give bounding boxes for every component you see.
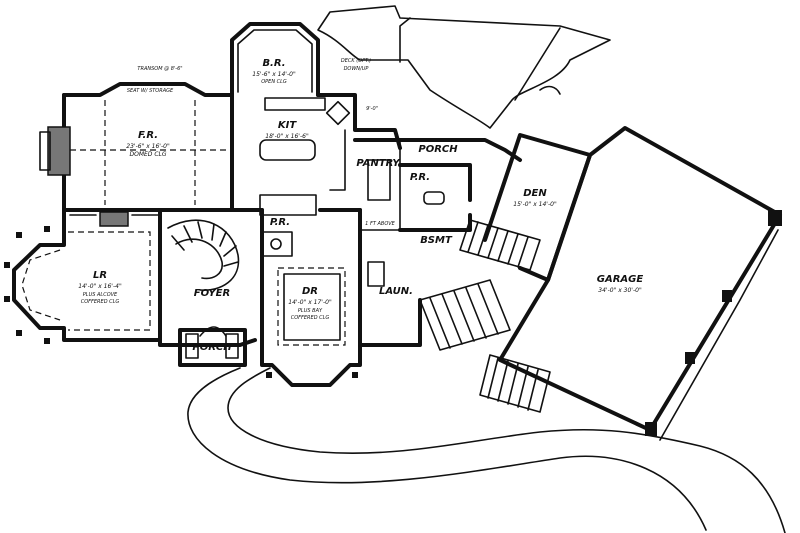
- note-dr2: COFFERED CLG: [291, 315, 330, 321]
- stair-front: [479, 354, 551, 413]
- label-porch-rear: PORCH: [418, 144, 458, 155]
- central-walls: [230, 208, 401, 260]
- label-bsmt: BSMT: [420, 235, 453, 246]
- note-deck: DECK (OPT.): [341, 58, 371, 64]
- driveway: [187, 367, 786, 533]
- family-room: SEAT W/ STORAGE TRANSOM @ 8'-6" F.R. 23'…: [39, 66, 234, 212]
- note-lr2: COFFERED CLG: [81, 299, 120, 305]
- note-sw: 9'-0": [366, 106, 378, 112]
- dining-room: DR 14'-0" x 17'-0" PLUS BAY COFFERED CLG: [260, 256, 362, 387]
- note-br: OPEN CLG: [261, 79, 287, 85]
- stair-bsmt: [459, 219, 541, 271]
- dims-br: 15'-6" x 14'-0": [252, 71, 296, 78]
- label-kit: KIT: [278, 120, 297, 131]
- label-porch-front: PORCH: [192, 342, 232, 353]
- note-fr: DOMED CLG: [129, 151, 166, 158]
- dims-den: 15'-0" x 14'-0": [513, 201, 557, 208]
- note-deck2: DOWN/UP: [344, 66, 369, 72]
- label-fr: F.R.: [138, 130, 158, 141]
- dims-dr: 14'-0" x 17'-0": [288, 299, 332, 306]
- dims-fr: 23'-6" x 16'-0": [126, 143, 170, 150]
- stair-curved: [167, 219, 240, 291]
- svg-text:SEAT W/ STORAGE: SEAT W/ STORAGE: [127, 88, 174, 94]
- laundry-bsmt: LAUN. BSMT 1 FT ABOVE: [358, 213, 472, 347]
- garage: GARAGE 34'-0" x 30'-0": [498, 126, 782, 441]
- label-pantry: PANTRY: [356, 158, 401, 169]
- svg-text:TRANSOM @ 8'-6": TRANSOM @ 8'-6": [137, 66, 182, 72]
- label-garage: GARAGE: [597, 274, 644, 285]
- breakfast-bay: B.R. 15'-6" x 14'-0" OPEN CLG DECK (OPT.…: [230, 22, 371, 97]
- deck-outline: [317, 5, 611, 129]
- living-room: LR 14'-0" x 16'-4" PLUS ALCOVE COFFERED …: [4, 208, 162, 344]
- label-laun: LAUN.: [379, 286, 413, 297]
- label-br: B.R.: [262, 58, 285, 69]
- note-lr: PLUS ALCOVE: [83, 292, 118, 298]
- kitchen: KIT 18'-0" x 16'-6" 9'-0": [230, 93, 402, 212]
- stairs: [167, 219, 551, 413]
- dims-kit: 18'-0" x 16'-6": [265, 133, 309, 140]
- label-den: DEN: [523, 188, 547, 199]
- foyer: FOYER P.R.: [158, 194, 317, 347]
- label-foyer: FOYER: [194, 288, 230, 299]
- dims-garage: 34'-0" x 30'-0": [598, 287, 642, 294]
- label-lr: LR: [93, 270, 107, 281]
- label-pr-2: P.R.: [270, 217, 290, 228]
- note-lowceil: 1 FT ABOVE: [365, 221, 395, 227]
- stair-garage: [419, 279, 511, 351]
- label-pr-1: P.R.: [410, 172, 430, 183]
- front-porch: PORCH: [178, 326, 247, 367]
- label-dr: DR: [302, 286, 318, 297]
- note-dr: PLUS BAY: [298, 308, 323, 314]
- rear-porch-pantry: PORCH PANTRY P.R.: [353, 138, 522, 231]
- dims-lr: 14'-0" x 16'-4": [78, 283, 122, 290]
